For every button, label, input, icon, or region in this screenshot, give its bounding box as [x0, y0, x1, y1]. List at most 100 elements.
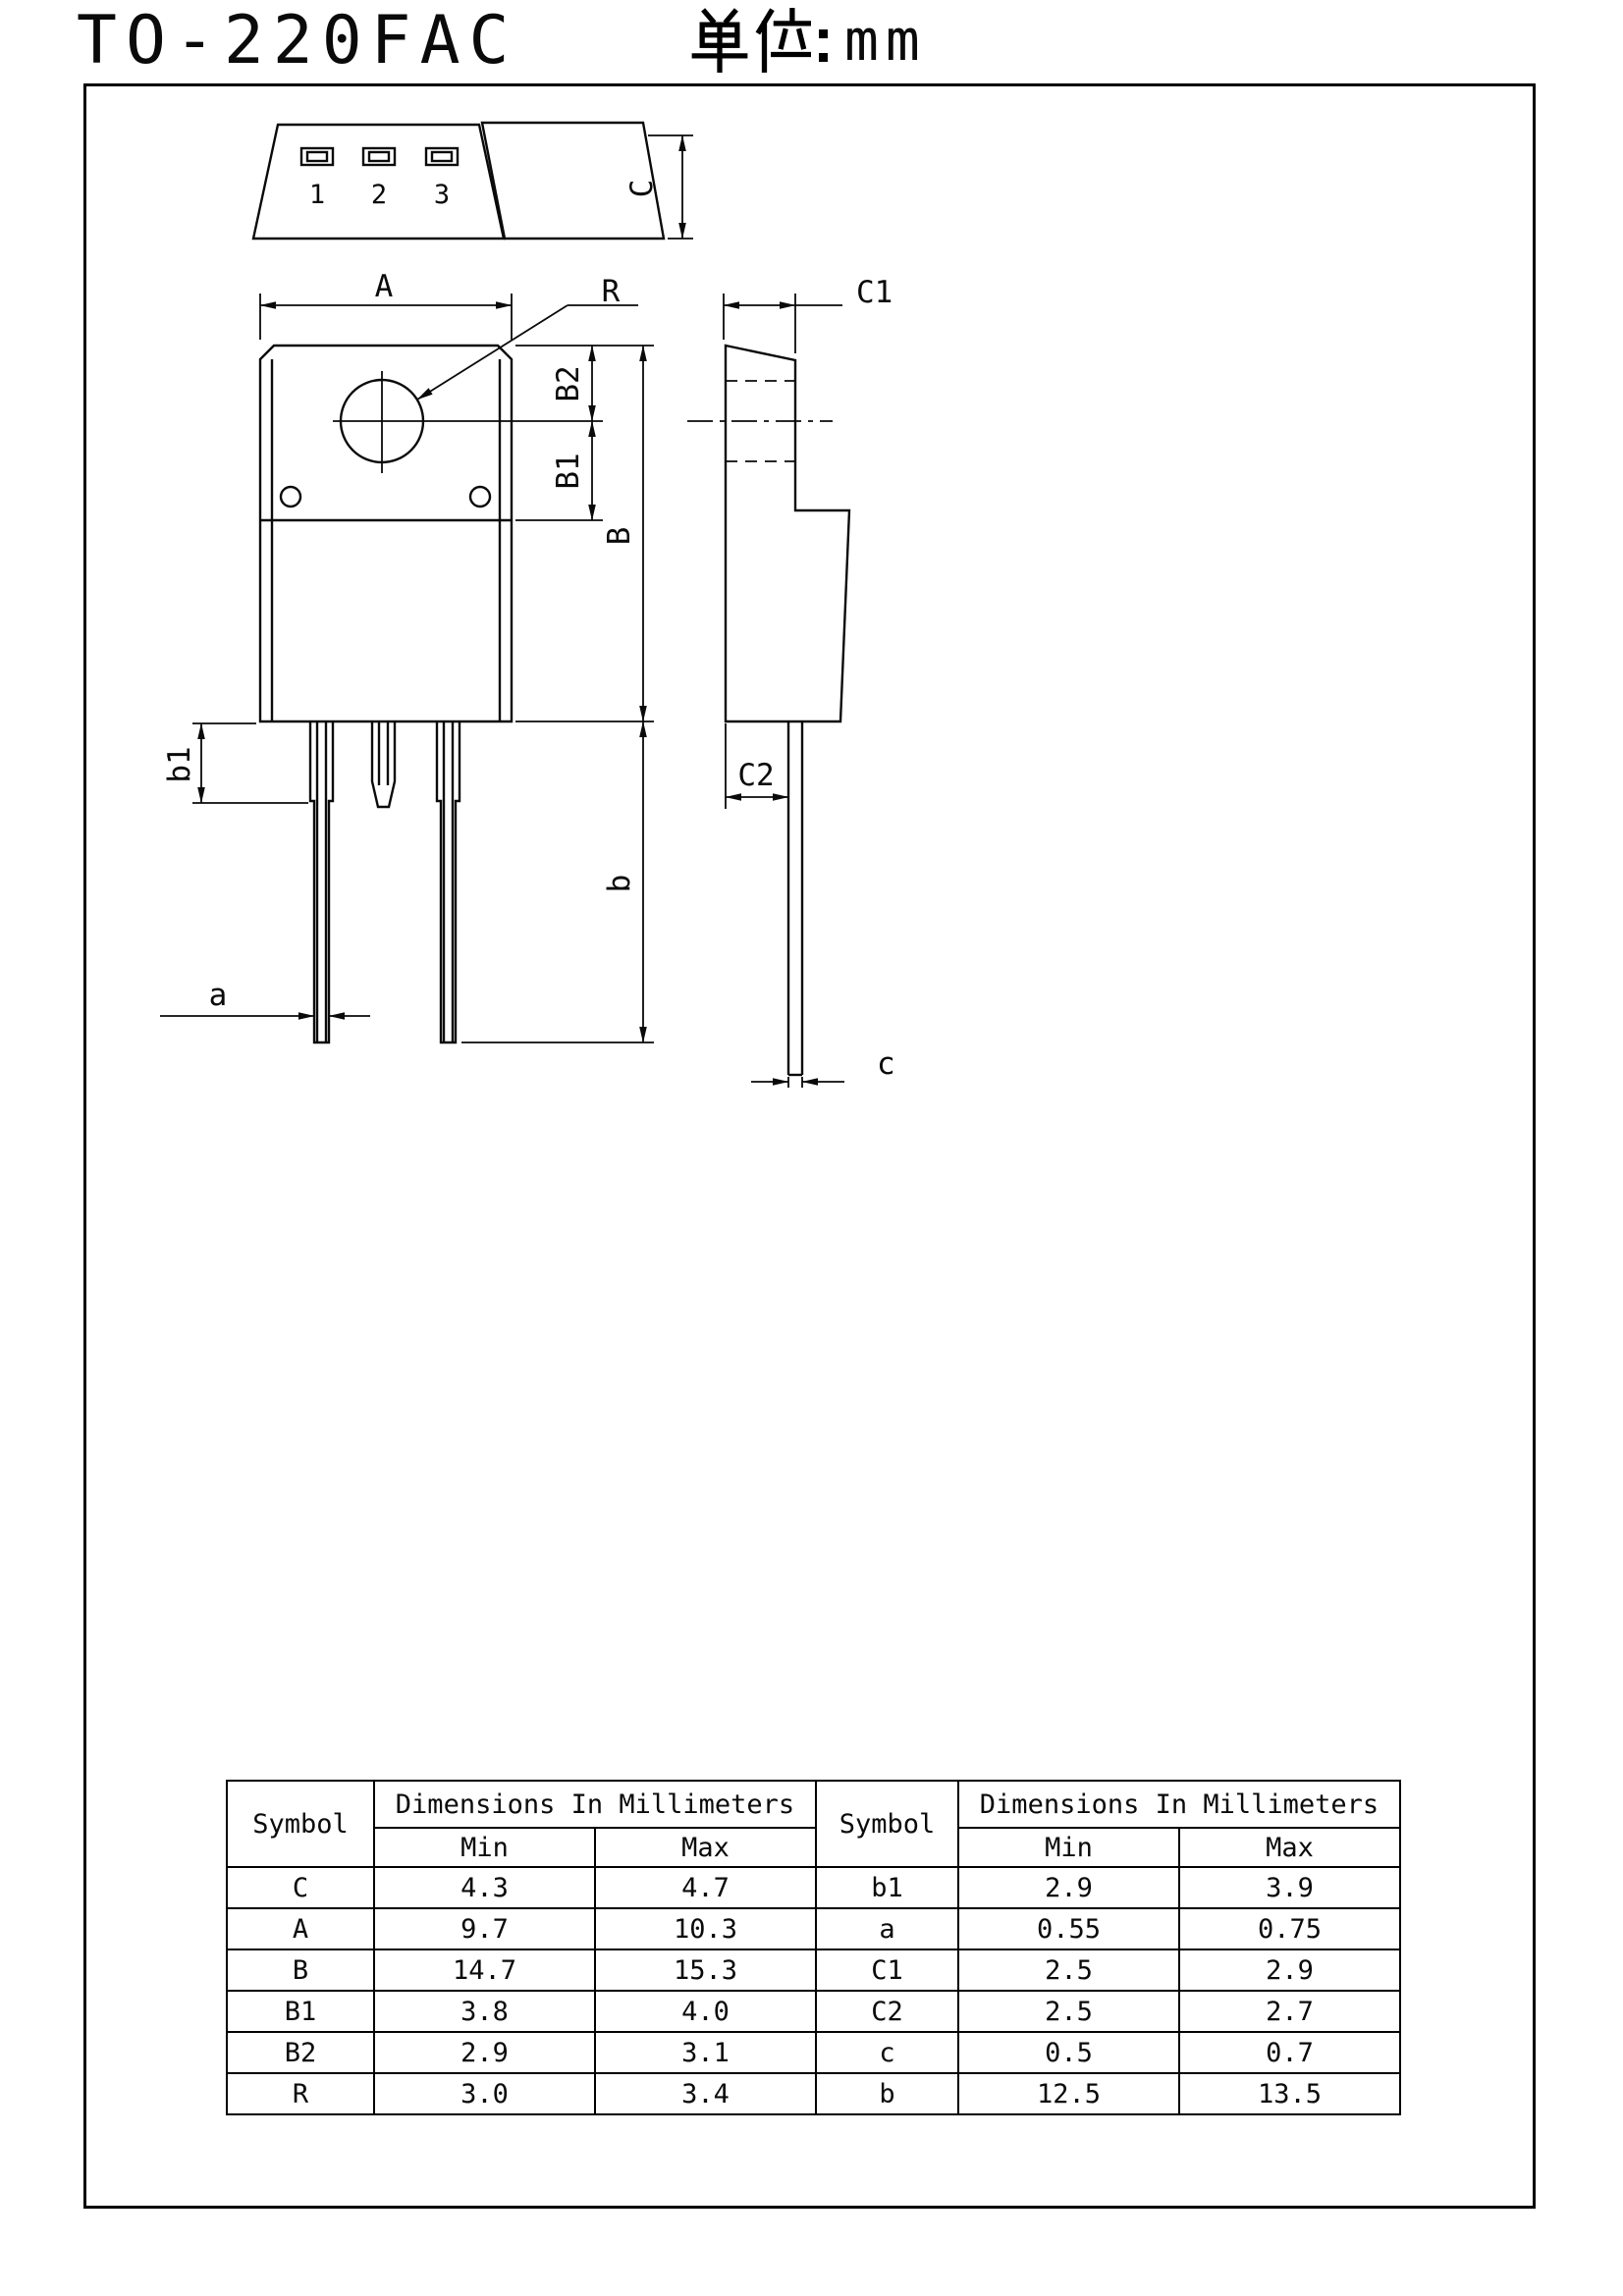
cell-max: 3.4: [594, 2072, 817, 2115]
cell-symbol: b1: [815, 1866, 959, 1909]
dimensions-table: Symbol Dimensions In Millimeters Symbol …: [226, 1780, 1401, 2115]
dim-label-B2: B2: [551, 365, 586, 401]
cell-symbol: B2: [226, 2031, 375, 2074]
top-view: 1 2 3 C: [251, 121, 693, 240]
pin-1-label: 1: [309, 180, 325, 210]
cell-min: 14.7: [373, 1949, 596, 1992]
cell-max: 4.0: [594, 1990, 817, 2033]
top-view-tab-outline: [480, 121, 666, 240]
dim-B1: B1: [515, 420, 603, 521]
header-dimensions-left: Dimensions In Millimeters: [373, 1780, 817, 1829]
cell-symbol: C: [226, 1866, 375, 1909]
cell-symbol: c: [815, 2031, 959, 2074]
pin-3-front: [435, 721, 461, 1044]
cell-symbol: a: [815, 1907, 959, 1950]
dim-B2: B2: [515, 345, 654, 422]
cell-min: 2.5: [957, 1949, 1180, 1992]
front-body-outline: [258, 344, 514, 723]
cell-symbol: C2: [815, 1990, 959, 2033]
table-row: C 4.3 4.7 b1 2.9 3.9: [226, 1866, 1401, 1909]
front-view: A R B2 B1 B b: [160, 269, 654, 1044]
cell-max: 0.7: [1178, 2031, 1401, 2074]
dim-b1: b1: [162, 722, 308, 804]
header-min-right: Min: [957, 1827, 1180, 1868]
dim-label-C1: C1: [856, 275, 893, 310]
unit-label: mm: [689, 7, 927, 74]
pin-2-front: [370, 721, 397, 809]
cell-min: 2.5: [957, 1990, 1180, 2033]
dim-B: B: [515, 345, 654, 722]
pin-2-label: 2: [371, 180, 387, 210]
header-symbol-left: Symbol: [226, 1780, 375, 1868]
cell-min: 0.55: [957, 1907, 1180, 1950]
cell-min: 2.9: [957, 1866, 1180, 1909]
cell-min: 12.5: [957, 2072, 1180, 2115]
side-body-outline: [724, 344, 851, 723]
header-max-left: Max: [594, 1827, 817, 1868]
pin-2-section: [361, 146, 397, 167]
unit-mm-text: mm: [844, 7, 927, 74]
cell-symbol: R: [226, 2072, 375, 2115]
cell-symbol: b: [815, 2072, 959, 2115]
cell-max: 0.75: [1178, 1907, 1401, 1950]
dim-b: b: [461, 721, 654, 1043]
dim-a: a: [160, 978, 370, 1020]
cell-symbol: B1: [226, 1990, 375, 2033]
pin-cross-sections: [299, 146, 460, 167]
cell-min: 4.3: [373, 1866, 596, 1909]
header-symbol-right: Symbol: [815, 1780, 959, 1868]
cjk-char-wei: [755, 8, 811, 73]
cell-max: 2.7: [1178, 1990, 1401, 2033]
cell-max: 4.7: [594, 1866, 817, 1909]
dim-C1: C1: [723, 275, 893, 353]
dim-C: C: [624, 134, 693, 240]
table-row: A 9.7 10.3 a 0.55 0.75: [226, 1907, 1401, 1950]
header-max-right: Max: [1178, 1827, 1401, 1868]
small-hole-left: [279, 485, 302, 508]
cell-max: 3.1: [594, 2031, 817, 2074]
cell-symbol: C1: [815, 1949, 959, 1992]
cell-max: 15.3: [594, 1949, 817, 1992]
side-view: C1 C2 c: [687, 275, 895, 1088]
dim-label-A: A: [375, 269, 394, 304]
cjk-char-dan: [691, 8, 748, 73]
cell-max: 10.3: [594, 1907, 817, 1950]
pin-3-label: 3: [434, 180, 450, 210]
dim-label-R: R: [602, 274, 621, 309]
package-title: TO-220FAC: [77, 2, 518, 80]
cell-min: 3.8: [373, 1990, 596, 2033]
dim-label-C2: C2: [737, 758, 774, 793]
dim-label-B: B: [602, 527, 637, 546]
dim-R: R: [416, 274, 638, 400]
dim-c: c: [751, 1046, 895, 1088]
pin-1-front: [308, 721, 335, 1044]
table-row: R 3.0 3.4 b 12.5 13.5: [226, 2072, 1401, 2115]
table-row: B 14.7 15.3 C1 2.5 2.9: [226, 1949, 1401, 1992]
cell-max: 3.9: [1178, 1866, 1401, 1909]
cell-symbol: B: [226, 1949, 375, 1992]
cell-symbol: A: [226, 1907, 375, 1950]
dim-A: A: [259, 269, 513, 340]
cjk-colon: [819, 29, 828, 62]
dim-label-b1: b1: [162, 746, 197, 782]
side-pin: [786, 721, 804, 1077]
small-hole-right: [468, 485, 492, 508]
cell-max: 2.9: [1178, 1949, 1401, 1992]
dim-label-C: C: [624, 180, 660, 198]
table-row: B1 3.8 4.0 C2 2.5 2.7: [226, 1990, 1401, 2033]
dim-label-B1: B1: [551, 453, 586, 489]
header-dimensions-right: Dimensions In Millimeters: [957, 1780, 1401, 1829]
front-pins: [308, 721, 461, 1044]
dim-label-b: b: [602, 875, 637, 893]
pin-1-section: [299, 146, 335, 167]
cell-min: 9.7: [373, 1907, 596, 1950]
cell-max: 13.5: [1178, 2072, 1401, 2115]
dim-label-a: a: [209, 978, 228, 1013]
table-row: B2 2.9 3.1 c 0.5 0.7: [226, 2031, 1401, 2074]
pin-3-section: [424, 146, 460, 167]
cell-min: 2.9: [373, 2031, 596, 2074]
dim-label-c: c: [877, 1046, 895, 1082]
dim-C2: C2: [725, 723, 789, 809]
